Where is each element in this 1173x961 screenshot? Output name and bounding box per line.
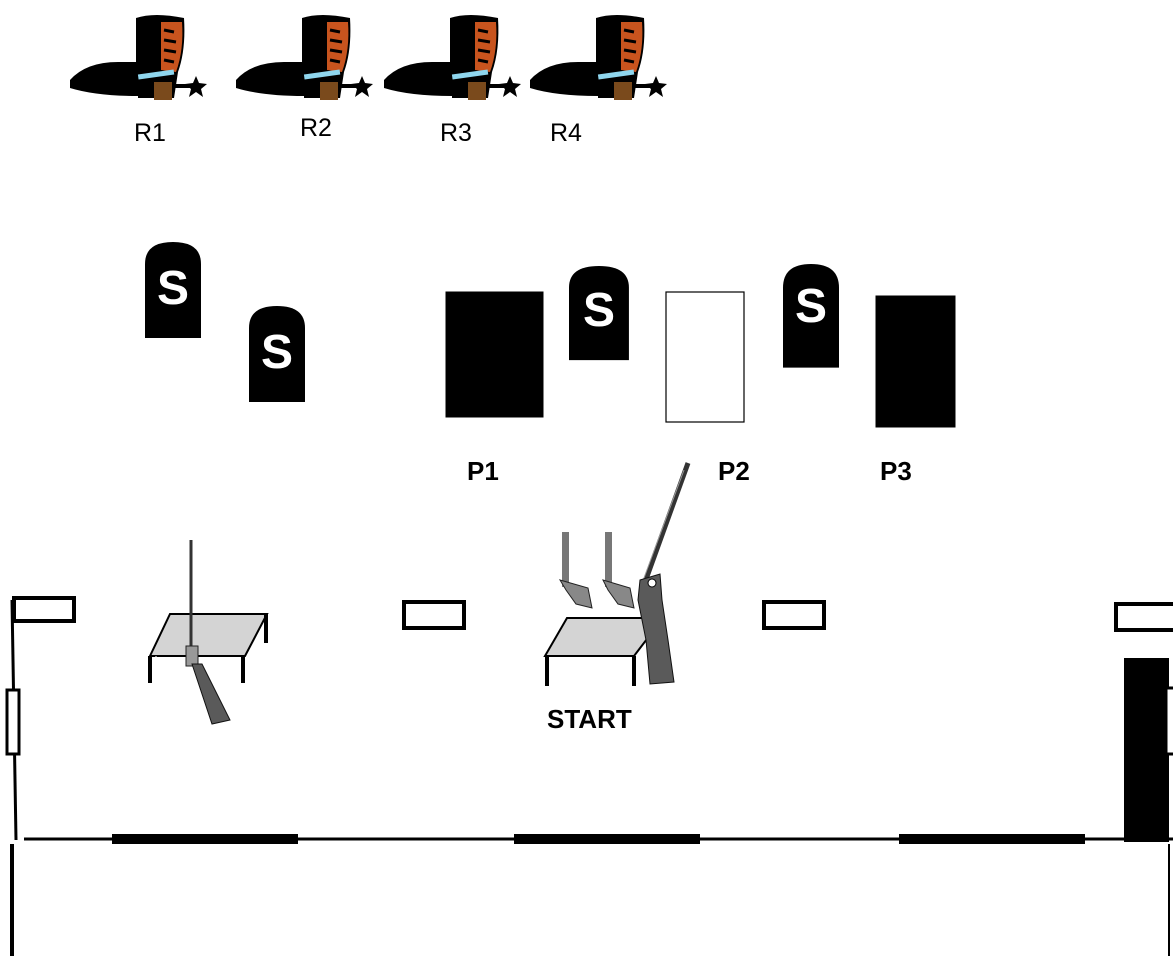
rifle-position-label: R3 [440, 119, 472, 147]
shotgun-target-letter: S [261, 326, 293, 379]
pistol-target-label: P3 [880, 456, 912, 486]
rifle-position-label: R2 [300, 114, 332, 142]
window-marker [402, 600, 466, 630]
start-label: START [547, 704, 632, 734]
boot-icon [68, 13, 209, 102]
pistol-target [665, 291, 745, 423]
boot-icon [528, 13, 669, 102]
pistol-icon [558, 532, 593, 609]
pistol-target [445, 291, 544, 418]
pistol-target-label: P2 [718, 456, 750, 486]
pistol-icon [602, 532, 635, 609]
fault-line-segment [899, 834, 1085, 844]
left-table [148, 613, 269, 683]
shotgun-target-letter: S [157, 262, 189, 315]
shotgun-target: S [569, 266, 629, 361]
shotgun-icon [637, 462, 691, 685]
rifle-position-label: R1 [134, 119, 166, 147]
right-door [1164, 686, 1173, 756]
rifle-boots-row [68, 13, 669, 102]
shotgun-target-letter: S [795, 280, 827, 333]
shotgun-target-letter: S [583, 284, 615, 337]
pistol-target-label: P1 [467, 456, 499, 486]
pistol-target [875, 295, 956, 428]
fault-line-segment [514, 834, 700, 844]
shotgun-target: S [145, 242, 201, 338]
window-marker [1114, 602, 1173, 632]
rifle-position-label: R4 [550, 119, 582, 147]
shotgun-target: S [783, 264, 839, 368]
boot-icon [234, 13, 375, 102]
start-table [543, 617, 666, 686]
boot-icon [382, 13, 523, 102]
window-marker [762, 600, 826, 630]
rifle-icon [185, 540, 231, 725]
fault-line-segment [112, 834, 298, 844]
right-wall-block [1124, 658, 1169, 842]
window-marker [12, 596, 76, 623]
left-door [5, 688, 21, 756]
shotgun-target: S [249, 306, 305, 402]
